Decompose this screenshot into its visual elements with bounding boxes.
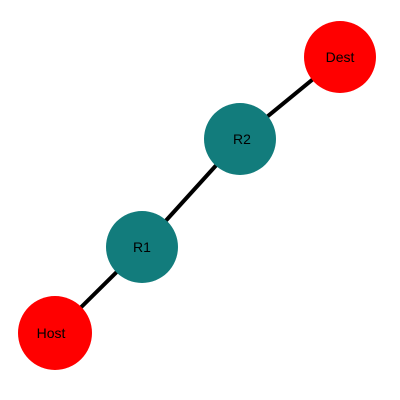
node-dest-label: Dest [326, 49, 355, 65]
node-dest: Dest [304, 21, 376, 93]
node-r1: R1 [106, 211, 178, 283]
node-r2: R2 [204, 103, 276, 175]
node-host-circle [18, 296, 92, 370]
node-r1-label: R1 [133, 239, 151, 255]
node-host: Host [18, 296, 92, 370]
node-r2-circle [204, 103, 276, 175]
node-r1-circle [106, 211, 178, 283]
node-dest-circle [304, 21, 376, 93]
node-r2-label: R2 [233, 131, 251, 147]
node-host-label: Host [37, 325, 66, 341]
